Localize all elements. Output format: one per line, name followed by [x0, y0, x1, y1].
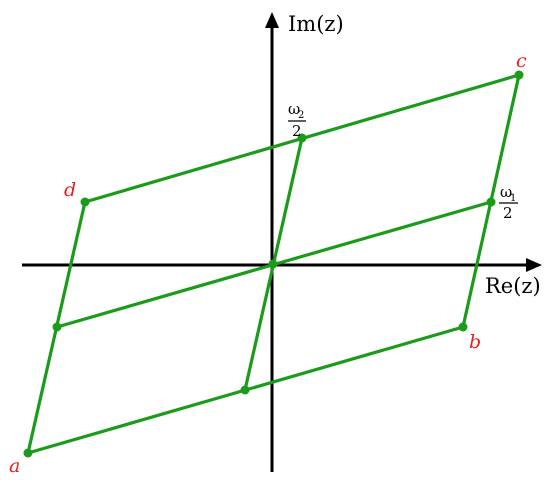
corner-label-a: a — [9, 455, 20, 477]
half-omega1-subscript: 1 — [510, 193, 516, 204]
half-omega1-numerator: ω — [500, 183, 512, 201]
corner-label-b: b — [469, 331, 481, 353]
vertex-half-omega1 — [486, 197, 496, 207]
half-omega2-denominator: 2 — [292, 122, 302, 140]
vertex-minus-half-omega1 — [52, 322, 62, 332]
corner-label-d: d — [64, 179, 76, 201]
vertex-origin — [268, 259, 278, 269]
half-omega1-label: ω 1 2 — [499, 183, 518, 222]
half-omega1-denominator: 2 — [503, 204, 513, 222]
imaginary-axis-label: Im(z) — [288, 12, 344, 36]
vertex-b — [458, 322, 468, 332]
vertex-d — [80, 197, 90, 207]
corner-labels: a b c d — [9, 50, 527, 477]
corner-label-c: c — [516, 50, 527, 72]
imaginary-axis-arrowhead — [265, 12, 279, 28]
real-axis-arrowhead — [526, 258, 542, 272]
lattice-vertices — [23, 70, 524, 458]
vertex-a — [23, 448, 33, 458]
axes: Re(z) Im(z) — [22, 12, 542, 472]
half-omega2-subscript: 2 — [298, 110, 304, 121]
half-omega2-label: ω 2 2 — [288, 100, 306, 140]
vertex-minus-half-omega2 — [240, 385, 250, 395]
half-omega2-numerator: ω — [288, 100, 300, 118]
real-axis-label: Re(z) — [485, 274, 541, 298]
vertex-half-omega2 — [297, 133, 307, 143]
vertex-c — [514, 70, 524, 80]
